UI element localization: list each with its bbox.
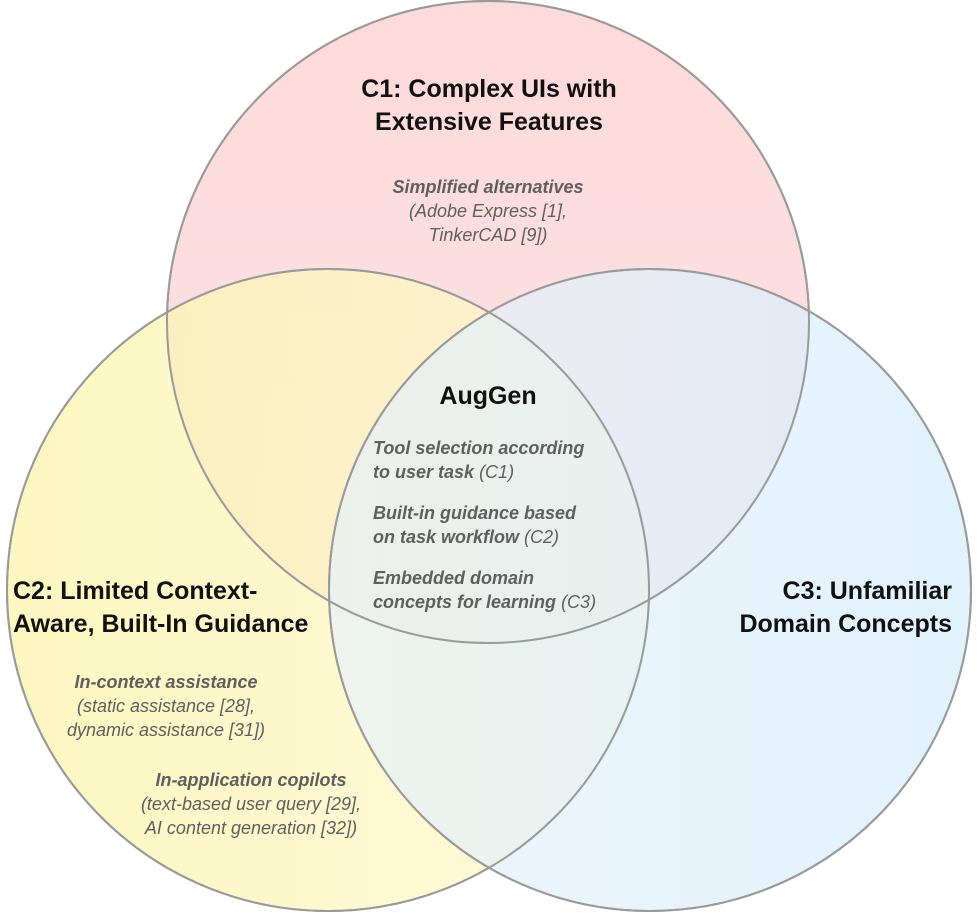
auggen-item-1-line2: to user task (373, 462, 475, 482)
c1-title-line2: Extensive Features (375, 108, 603, 136)
c3-title: C3: Unfamiliar Domain Concepts (652, 575, 952, 641)
c1-example-line2: TinkerCAD [9]) (428, 225, 548, 245)
c2-example-2-line2: AI content generation [32]) (144, 818, 358, 838)
c2-example-2-line1: (text-based user query [29], (140, 794, 362, 814)
circle-c1-outline (166, 0, 810, 644)
auggen-item-1: Tool selection according to user task (C… (373, 436, 653, 484)
auggen-item-3-line1: Embedded domain (373, 568, 535, 588)
c3-title-line1: C3: Unfamiliar (782, 577, 952, 605)
circle-c3-outline (328, 268, 972, 912)
auggen-item-2-line1: Built-in guidance based (373, 503, 577, 523)
auggen-item-2: Built-in guidance based on task workflow… (373, 501, 653, 549)
c2-example-2-title: In-application copilots (155, 770, 347, 790)
c1-title-line1: C1: Complex UIs with (361, 75, 617, 103)
circle-c2-outline (6, 268, 650, 912)
auggen-item-2-ref: (C2) (524, 527, 560, 547)
c2-example-1-line1: (static assistance [28], (76, 696, 256, 716)
c1-example-title: Simplified alternatives (392, 177, 584, 197)
auggen-item-3-line2: concepts for learning (373, 592, 557, 612)
auggen-item-3-ref: (C3) (561, 592, 597, 612)
c1-example: Simplified alternatives (Adobe Express [… (288, 175, 688, 247)
c2-title-line2: Aware, Built-In Guidance (13, 610, 309, 638)
c2-example-1-line2: dynamic assistance [31]) (66, 720, 266, 740)
auggen-title-text: AugGen (439, 382, 537, 410)
c2-example-2: In-application copilots (text-based user… (101, 768, 401, 840)
auggen-item-1-ref: (C1) (479, 462, 515, 482)
c3-title-line2: Domain Concepts (739, 610, 952, 638)
auggen-item-1-line1: Tool selection according (373, 438, 585, 458)
c1-title: C1: Complex UIs with Extensive Features (289, 73, 689, 139)
c1-example-line1: (Adobe Express [1], (408, 201, 568, 221)
c2-example-1: In-context assistance (static assistance… (16, 670, 316, 742)
auggen-title: AugGen (388, 380, 588, 413)
auggen-item-3: Embedded domain concepts for learning (C… (373, 566, 653, 614)
c2-title: C2: Limited Context- Aware, Built-In Gui… (13, 575, 353, 641)
auggen-item-2-line2: on task workflow (373, 527, 520, 547)
c2-title-line1: C2: Limited Context- (13, 577, 258, 605)
c2-example-1-title: In-context assistance (74, 672, 258, 692)
